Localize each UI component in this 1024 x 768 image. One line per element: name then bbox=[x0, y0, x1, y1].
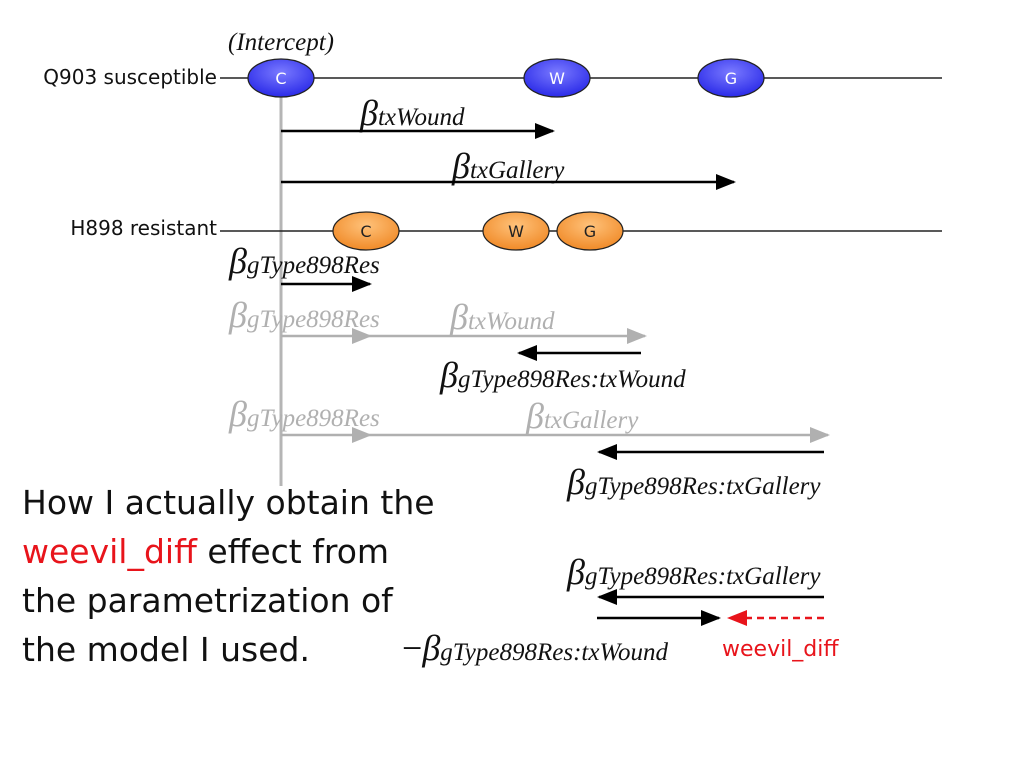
node-q903-c: C bbox=[247, 58, 315, 98]
beta-txgallery-label: βtxGallery bbox=[451, 146, 565, 186]
beta-txwound-label: βtxWound bbox=[359, 93, 465, 133]
node-h898-c: C bbox=[332, 211, 400, 251]
beta-txgallery-gray-label: βtxGallery bbox=[525, 396, 639, 436]
intercept-label: (Intercept) bbox=[228, 29, 334, 56]
node-label: W bbox=[549, 69, 565, 88]
beta-txwound-gray-label: βtxWound bbox=[449, 297, 555, 337]
beta-gtype-label: βgType898Res bbox=[228, 241, 380, 281]
node-label: G bbox=[584, 222, 596, 241]
caption-line-2-rest: effect from bbox=[196, 532, 390, 571]
node-q903-g: G bbox=[697, 58, 765, 98]
node-label: C bbox=[360, 222, 371, 241]
node-h898-w: W bbox=[482, 211, 550, 251]
weevil-diff-label: weevil_diff bbox=[722, 637, 839, 662]
caption-line-1: How I actually obtain the bbox=[22, 483, 435, 522]
node-q903-w: W bbox=[523, 58, 591, 98]
beta-interaction-gallery-label: βgType898Res:txGallery bbox=[566, 462, 821, 502]
slide-caption: How I actually obtain the weevil_diff ef… bbox=[22, 478, 442, 674]
node-label: G bbox=[725, 69, 737, 88]
node-h898-g: G bbox=[556, 211, 624, 251]
beta-gtype-gray-gallery-label: βgType898Res bbox=[228, 394, 380, 434]
row-label-q903: Q903 susceptible bbox=[43, 65, 217, 89]
beta-interaction-wound-label: βgType898Res:txWound bbox=[439, 355, 686, 395]
beta-interaction-gallery-label-2: βgType898Res:txGallery bbox=[566, 552, 821, 592]
beta-gtype-gray-wound-label: βgType898Res bbox=[228, 295, 380, 335]
caption-line-3: the parametrization of bbox=[22, 581, 393, 620]
caption-highlight: weevil_diff bbox=[22, 532, 197, 571]
node-label: W bbox=[508, 222, 524, 241]
neg-beta-interaction-wound-label: −βgType898Res:txWound bbox=[402, 628, 668, 668]
node-label: C bbox=[275, 69, 286, 88]
row-label-h898: H898 resistant bbox=[70, 216, 217, 240]
caption-line-4: the model I used. bbox=[22, 630, 310, 669]
